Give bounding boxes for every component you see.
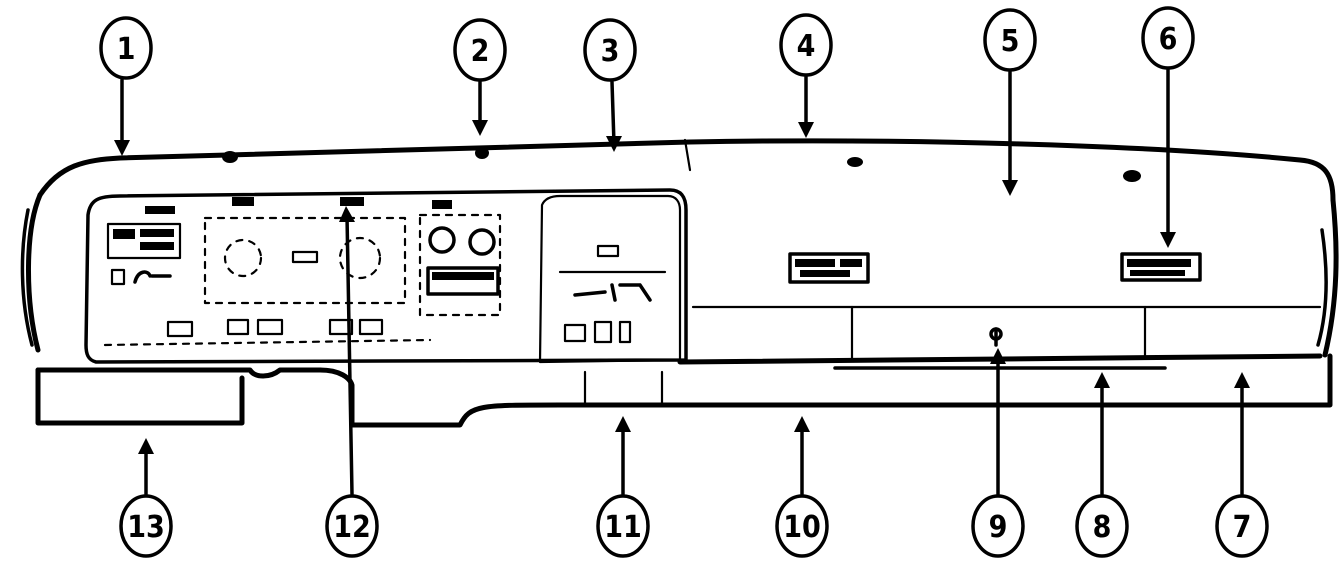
callout-5: 5 [983, 8, 1037, 196]
callout-7: 7 [1215, 372, 1269, 558]
warning-labels [788, 252, 1202, 347]
callout-2: 2 [453, 18, 507, 136]
callouts: 1 2 3 4 5 [99, 6, 1269, 558]
callout-9: 9 [971, 348, 1025, 558]
callout-4: 4 [779, 13, 833, 138]
callout-3-number: 3 [601, 34, 620, 69]
callout-1-number: 1 [117, 32, 136, 67]
dashboard-outline [20, 138, 1339, 428]
callout-13: 13 [119, 438, 173, 558]
callout-7-number: 7 [1233, 510, 1252, 545]
callout-8: 8 [1075, 372, 1129, 558]
callout-2-number: 2 [471, 34, 490, 69]
callout-4-number: 4 [797, 29, 816, 64]
callout-10-number: 10 [783, 510, 821, 545]
callout-11: 11 [596, 416, 650, 558]
callout-11-number: 11 [604, 510, 642, 545]
callout-6-number: 6 [1159, 22, 1178, 57]
callout-1: 1 [99, 16, 153, 156]
callout-12-number: 12 [333, 510, 371, 545]
callout-10: 10 [775, 416, 829, 558]
callout-3: 3 [583, 18, 637, 152]
callout-5-number: 5 [1001, 24, 1020, 59]
instrument-cluster [84, 188, 688, 364]
callout-12: 12 [325, 206, 379, 558]
callout-8-number: 8 [1093, 510, 1112, 545]
callout-9-number: 9 [989, 510, 1008, 545]
callout-13-number: 13 [127, 510, 165, 545]
callout-6: 6 [1141, 6, 1195, 248]
